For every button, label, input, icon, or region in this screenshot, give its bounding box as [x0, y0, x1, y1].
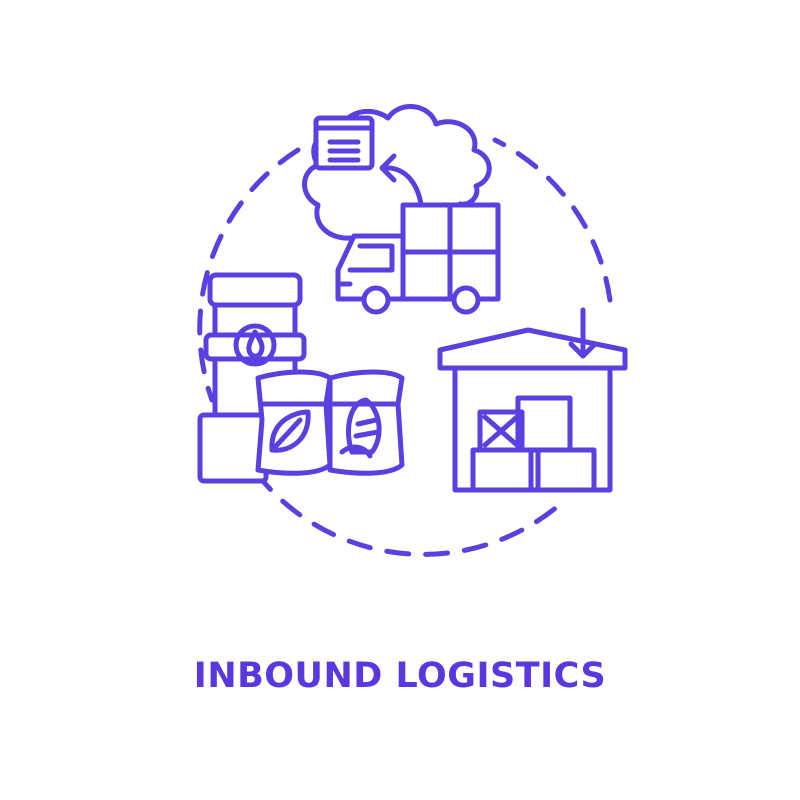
- leaf-sack-icon: [255, 369, 333, 476]
- title-text: INBOUND LOGISTICS: [193, 656, 607, 696]
- dashed-circle-icon: [197, 137, 613, 557]
- cloud-icon: [302, 104, 492, 241]
- down-arrow-icon: [568, 307, 598, 359]
- warehouse-icon: [437, 327, 628, 493]
- corn-sack-icon: [327, 369, 405, 476]
- cargo-box-icon: [313, 115, 375, 171]
- delivery-truck-icon: [335, 202, 501, 315]
